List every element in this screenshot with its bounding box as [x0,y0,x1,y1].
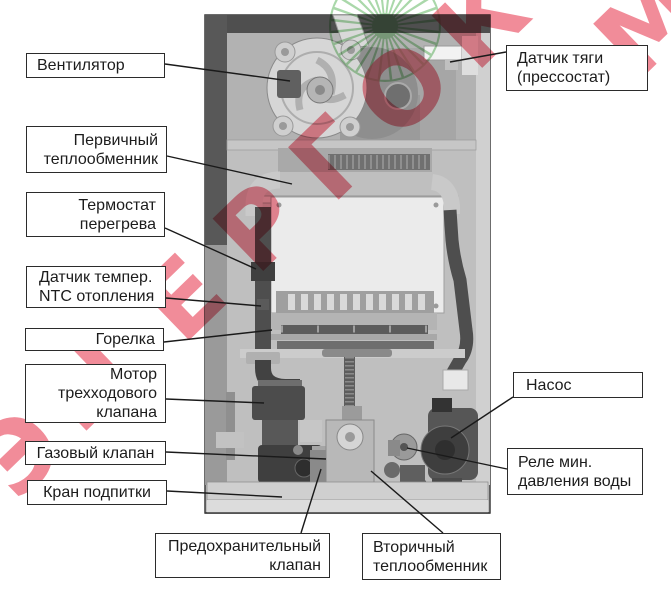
leader-filling-tap [166,490,283,498]
burner-rail [271,334,437,340]
label-primary-heat-exchanger: Первичный теплообменник [26,126,167,173]
shx-port-center [345,432,355,442]
label-draft-sensor: Датчик тяги (прессостат) [506,45,648,91]
label-gas-valve: Газовый клапан [25,441,166,465]
fan-bolt-1 [281,48,289,56]
label-safety-valve-text: Предохранительный клапан [167,537,321,574]
right-bracket [462,36,478,75]
label-pump-text: Насос [526,376,572,394]
label-ntc-sensor-text: Датчик темпер. NTC отопления [39,269,155,305]
label-fan: Вентилятор [26,53,165,78]
burner-lower-strip [277,341,434,349]
white-clamp [442,369,469,391]
motor-cap [258,380,302,390]
rod-bar [322,349,392,357]
gas-valve-fitting [293,445,303,455]
overheat-thermostat-part [251,262,275,281]
screw-2 [433,202,439,208]
label-burner: Горелка [25,328,164,351]
right-elbow [430,174,460,214]
cabinet-right-wall [476,33,490,485]
ntc-sensor-part [257,299,269,310]
label-safety-valve: Предохранительный клапан [155,533,330,578]
label-secondary-heat-exchanger: Вторичный теплообменник [362,533,501,580]
leader-pressure-switch [406,447,508,470]
label-filling-tap-text: Кран подпитки [43,484,151,501]
draft-sensor-tube [445,60,458,70]
fan-slot [277,70,301,98]
leader-secondary-hx [370,470,444,534]
pressure-switch-stub [388,440,400,456]
screw-1 [276,202,282,208]
label-secondary-heat-exchanger-text: Вторичный теплообменник [373,538,488,575]
hydro-block [300,420,322,442]
label-filling-tap: Кран подпитки [27,480,167,505]
fan-bolt-3 [279,122,287,130]
leader-thermostat [164,227,257,270]
label-burner-text: Горелка [95,331,155,348]
leader-pump [450,396,514,439]
label-ntc-sensor: Датчик темпер. NTC отопления [26,266,166,308]
label-water-pressure-switch: Реле мин. давления воды [507,448,643,495]
label-overheat-thermostat: Термостат перегрева [26,192,165,237]
left-pipe-flange [246,352,280,364]
three-way-valve-motor-part [252,386,305,420]
label-gas-valve-text: Газовый клапан [36,444,155,462]
leader-burner [163,329,273,343]
leader-ntc [165,297,262,307]
label-overheat-thermostat-text: Термостат перегрева [78,196,156,233]
fitting-1 [384,462,400,478]
fan-bolt-4 [346,123,354,131]
pipe-clamp [216,432,244,448]
leader-fan [164,63,291,82]
leader-gas-valve [165,451,327,460]
label-water-pressure-switch-text: Реле мин. давления воды [518,453,632,490]
pump-terminal [432,398,452,412]
fan-hub-center [315,85,325,95]
leader-draft-sensor [449,51,507,63]
leader-safety-valve [300,468,322,534]
fan-motor [384,82,412,110]
left-cable [226,392,235,460]
label-primary-heat-exchanger-text: Первичный теплообменник [43,131,158,168]
screw-4 [433,303,439,309]
cabinet-left-wall-top [205,15,227,245]
valve-body [262,420,298,445]
label-pump: Насос [513,372,643,398]
label-fan-text: Вентилятор [37,57,125,74]
bottom-tray-lip [207,500,488,513]
label-draft-sensor-text: Датчик тяги (прессостат) [517,50,611,86]
label-three-way-valve-motor-text: Мотор трехходового клапана [58,366,157,421]
label-three-way-valve-motor: Мотор трехходового клапана [25,364,166,423]
pressure-switch-center [400,443,408,451]
leader-motor [165,398,265,404]
leader-primary-hx [166,155,293,185]
